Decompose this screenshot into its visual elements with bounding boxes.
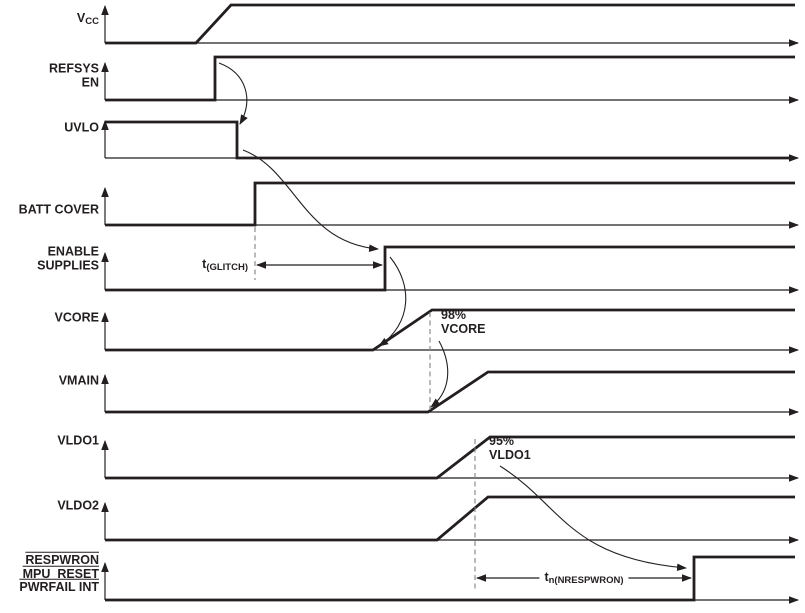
respwron-mpu-reset-pwrfail-int-waveform <box>105 555 795 602</box>
vcore-waveform <box>105 308 795 352</box>
vldo-to-respwron-arrow <box>499 465 687 572</box>
refsys-en-waveform <box>105 55 795 102</box>
vcore-to-vmain-arrow <box>430 340 449 408</box>
enable-supplies-to-vcore-arrow <box>378 256 407 347</box>
vcc-waveform <box>105 3 795 45</box>
vcore-98-label: 98%VCORE <box>441 308 486 336</box>
batt-cover-waveform <box>105 181 795 227</box>
vldo1-waveform <box>105 435 795 480</box>
vcore-label: VCORE <box>54 310 99 325</box>
vcc-label: VCC <box>76 10 99 27</box>
uvlo-waveform <box>105 120 795 160</box>
uvlo-label: UVLO <box>64 120 99 135</box>
generated-geometry <box>101 3 799 604</box>
t-nrespwron-label: tn(NRESPWRON) <box>539 570 629 586</box>
vmain-label: VMAIN <box>58 373 99 388</box>
vldo1-95-label: 95%VLDO1 <box>489 434 531 462</box>
refsysen-to-uvlo-arrow <box>218 62 248 125</box>
uvlo-to-enable-supplies-arrow <box>242 149 379 252</box>
vldo2-label: VLDO2 <box>57 498 99 513</box>
enable-supplies-waveform <box>105 245 795 292</box>
vmain-waveform <box>105 370 795 414</box>
vldo2-waveform <box>105 495 795 542</box>
t-glitch-label: t(GLITCH) <box>202 256 248 273</box>
vldo1-label: VLDO1 <box>57 433 99 448</box>
batt-cover-label: BATT COVER <box>18 202 99 217</box>
